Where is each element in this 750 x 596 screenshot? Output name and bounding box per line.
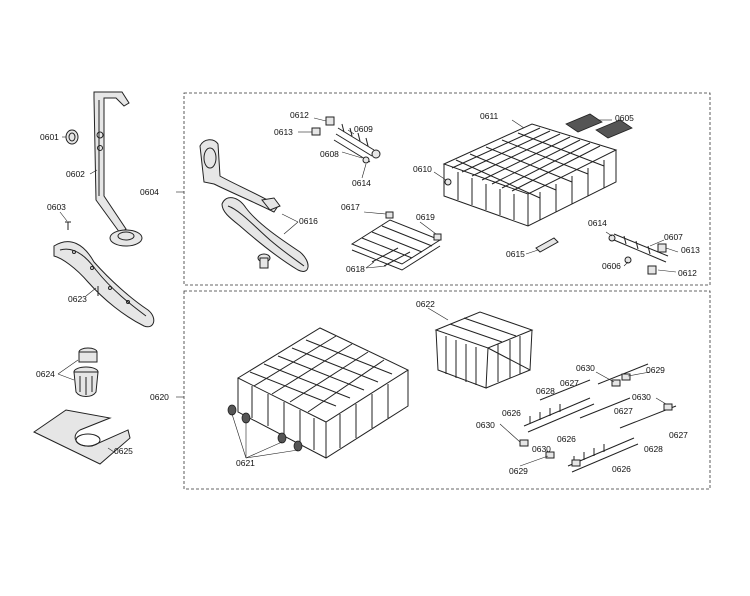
callout-0630-d: 0630	[532, 444, 551, 454]
callout-0612-lower: 0612	[678, 268, 697, 278]
part-0605-tines	[565, 113, 633, 139]
callout-0629-b: 0629	[509, 466, 528, 476]
callout-0602: 0602	[66, 169, 85, 179]
part-fold-down-tines	[499, 363, 677, 473]
part-0603-screw	[59, 211, 71, 230]
part-0620-lower-rack	[236, 327, 410, 459]
callout-0604: 0604	[140, 187, 159, 197]
part-0601-knob	[62, 129, 79, 145]
callout-0612-upper: 0612	[290, 110, 309, 120]
callout-0628-a: 0628	[536, 386, 555, 396]
part-0617-cup-shelf	[350, 211, 442, 271]
part-0602-supply-tube	[89, 91, 143, 247]
callout-0613-lower: 0613	[681, 245, 700, 255]
part-0604-upper-feed-tube	[199, 139, 281, 213]
callout-0620: 0620	[150, 392, 169, 402]
part-0621-wheels	[227, 404, 303, 459]
callout-0630-c: 0630	[476, 420, 495, 430]
callout-0603: 0603	[47, 202, 66, 212]
lower-rack-group-box	[183, 290, 711, 490]
callout-0601: 0601	[40, 132, 59, 142]
part-0615-handle	[525, 237, 559, 255]
callout-0622: 0622	[416, 299, 435, 309]
part-0611-upper-rack	[433, 119, 618, 227]
callout-0605: 0605	[615, 113, 634, 123]
part-rack-adjuster-left	[298, 116, 381, 179]
callout-0617: 0617	[341, 202, 360, 212]
callout-0623: 0623	[68, 294, 87, 304]
callout-0629-a: 0629	[646, 365, 665, 375]
callout-0625: 0625	[114, 446, 133, 456]
callout-0609: 0609	[354, 124, 373, 134]
callout-0611: 0611	[480, 111, 499, 121]
callout-0626-c: 0626	[612, 464, 631, 474]
callout-0614-upper: 0614	[352, 178, 371, 188]
callout-0613-upper: 0613	[274, 127, 293, 137]
part-0624-filter	[57, 347, 99, 397]
callout-0607: 0607	[664, 232, 683, 242]
callout-0628-b: 0628	[644, 444, 663, 454]
callout-0610: 0610	[413, 164, 432, 174]
callout-0630-b: 0630	[632, 392, 651, 402]
callout-0621: 0621	[236, 458, 255, 468]
callout-0614-lower: 0614	[588, 218, 607, 228]
callout-0630-a: 0630	[576, 363, 595, 373]
callout-0627-b: 0627	[614, 406, 633, 416]
part-rack-adjuster-right	[605, 231, 679, 275]
callout-0608: 0608	[320, 149, 339, 159]
callout-0624: 0624	[36, 369, 55, 379]
callout-0626-b: 0626	[557, 434, 576, 444]
callout-0606: 0606	[602, 261, 621, 271]
callout-0619: 0619	[416, 212, 435, 222]
callout-0615: 0615	[506, 249, 525, 259]
part-0622-cutlery-basket	[427, 307, 534, 389]
upper-rack-group-box	[183, 92, 711, 286]
callout-0616: 0616	[299, 216, 318, 226]
part-0625-filter-plate	[33, 409, 131, 465]
part-0616-upper-spray-arm	[221, 197, 309, 272]
callout-0627-a: 0627	[560, 378, 579, 388]
callout-0618: 0618	[346, 264, 365, 274]
callout-0626-a: 0626	[502, 408, 521, 418]
callout-0627-c: 0627	[669, 430, 688, 440]
part-0623-lower-spray-arm	[53, 241, 155, 328]
